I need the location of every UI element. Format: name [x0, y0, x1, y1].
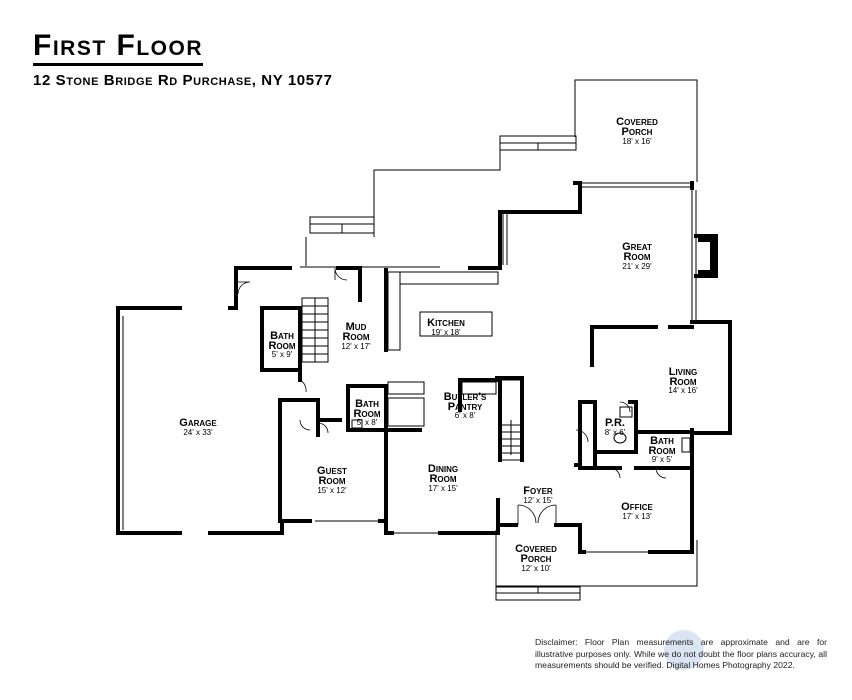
room-name: Great [622, 241, 652, 253]
office-east-wall [648, 428, 694, 554]
room-dims: 14' x 16' [668, 386, 698, 395]
fixtures [351, 271, 691, 453]
room-name: Room [669, 376, 696, 388]
room-name: Guest [317, 465, 347, 477]
room-dims: 5' x 9' [272, 350, 293, 359]
room-name: Room [429, 473, 456, 485]
covered-porch-bottom-outline [495, 530, 698, 587]
room-dims: 19' x 18' [431, 328, 461, 337]
windows [118, 182, 730, 553]
room-name: Room [342, 331, 369, 343]
room-name: Room [623, 251, 650, 263]
page-title: First Floor [33, 30, 203, 66]
bath-right-sink [681, 437, 691, 453]
room-name: Covered [616, 116, 658, 128]
room-name: Butler's [444, 391, 487, 403]
room-dims: 17' x 15' [428, 484, 458, 493]
watermark-logo [664, 630, 704, 670]
disclaimer-text: Disclaimer: Floor Plan measurements are … [535, 637, 827, 670]
room-name: Dining [428, 463, 458, 475]
powder-toilet [613, 432, 627, 444]
powder-room-walls [593, 400, 638, 454]
room-name: Kitchen [427, 317, 465, 329]
room-dims: 5' x 8' [357, 418, 378, 427]
property-address: 12 Stone Bridge Rd Purchase, NY 10577 [33, 72, 333, 89]
fireplace [694, 234, 718, 278]
room-name: Bath [355, 398, 379, 410]
doors [237, 267, 667, 525]
stair-foyer [499, 379, 523, 461]
room-name: Mud [346, 321, 367, 333]
room-dims: 17' x 13' [622, 512, 652, 521]
room-name: Room [648, 445, 675, 457]
walls [116, 181, 732, 554]
room-name: Garage [179, 417, 217, 429]
room-dims: 18' x 16' [622, 137, 652, 146]
room-dims: 12' x 15' [523, 496, 553, 505]
room-name: Foyer [523, 485, 553, 497]
bath-left-wall [260, 306, 302, 372]
room-dims: 15' x 12' [317, 486, 347, 495]
powder-sink [619, 406, 633, 418]
room-name: Living [669, 366, 698, 378]
room-name: Office [621, 501, 653, 513]
room-name: Room [353, 408, 380, 420]
room-labels: Covered Porch 18' x 16' Great Room 21' x… [179, 116, 698, 573]
room-dims: 8' x 6' [605, 428, 626, 437]
deck-outline-upper [373, 150, 501, 237]
pantry-counter [387, 381, 425, 395]
garage-wall [116, 306, 182, 535]
room-name: Covered [515, 543, 557, 555]
room-name: Room [318, 475, 345, 487]
room-name: Bath [270, 330, 294, 342]
kitchen-island [419, 311, 493, 337]
room-name: Porch [622, 126, 653, 138]
room-name: Room [268, 340, 295, 352]
room-dims: 21' x 29' [622, 262, 652, 271]
room-dims: 12' x 10' [521, 564, 551, 573]
living-room-wall [690, 320, 732, 435]
room-dims: 12' x 17' [341, 342, 371, 351]
stairs [301, 297, 523, 461]
room-dims: 24' x 33' [183, 428, 213, 437]
room-name: Bath [650, 435, 674, 447]
covered-porch-top-outline [574, 79, 698, 182]
bath-center-sink [351, 419, 363, 429]
thin-outlines [305, 79, 698, 601]
room-dims: 9' x 5' [652, 455, 673, 464]
room-dims: 6' x 8' [455, 411, 476, 420]
room-name: Pantry [448, 401, 483, 413]
room-name: Porch [521, 553, 552, 565]
room-name: P.R. [605, 417, 625, 429]
kitchen-counter [387, 271, 401, 351]
